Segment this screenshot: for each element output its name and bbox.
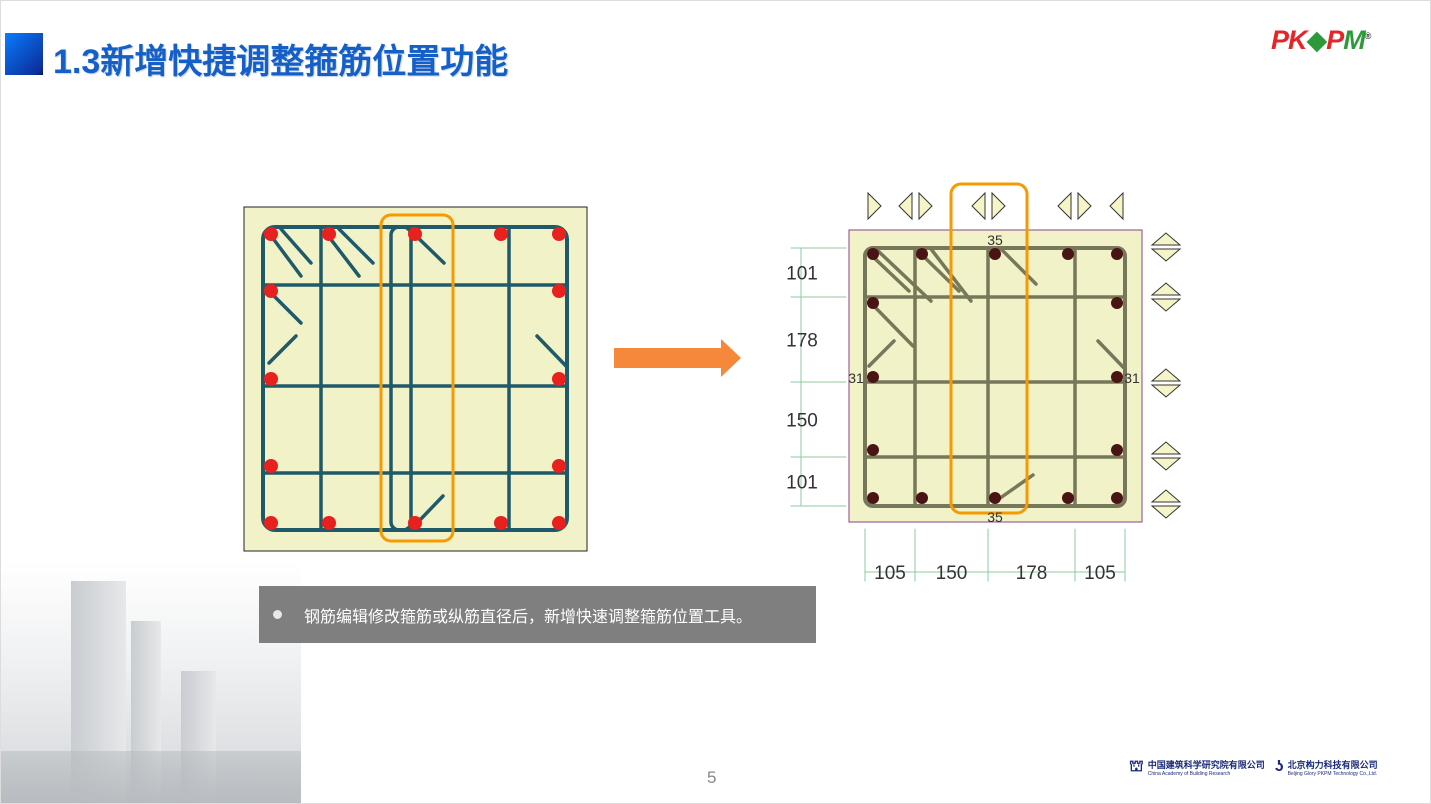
cover-label: 31 <box>1124 370 1140 386</box>
hook-line <box>417 494 445 523</box>
rebar-dot <box>552 459 566 473</box>
rebar-dot <box>264 372 278 386</box>
hook-line <box>867 299 915 348</box>
move-up-arrow-icon[interactable] <box>1150 232 1182 246</box>
rebar-dot <box>1111 248 1123 260</box>
rebar-dot <box>1062 248 1074 260</box>
rebar-dot <box>916 492 928 504</box>
rebar-dot <box>1111 492 1123 504</box>
hook-line <box>267 334 298 365</box>
hook-line <box>279 227 313 265</box>
tie-stirrup <box>389 225 413 532</box>
move-left-arrow-icon[interactable] <box>1109 191 1124 221</box>
move-left-arrow-icon[interactable] <box>971 191 986 221</box>
move-right-arrow-icon[interactable] <box>867 191 882 221</box>
cover-label: 31 <box>848 370 864 386</box>
dimension-label: 178 <box>1016 563 1048 584</box>
hook-line <box>1096 339 1127 371</box>
page-number: 5 <box>707 768 717 787</box>
rebar-dot <box>989 248 1001 260</box>
rebar-dot <box>867 248 879 260</box>
move-down-arrow-icon[interactable] <box>1150 298 1182 312</box>
hook-line <box>267 231 303 278</box>
move-down-arrow-icon[interactable] <box>1150 457 1182 471</box>
rebar-dot <box>989 492 1001 504</box>
bullet-icon <box>273 610 282 619</box>
rebar-dot <box>322 516 336 530</box>
rebar-dot <box>1062 492 1074 504</box>
dimension-label: 178 <box>786 331 818 352</box>
hook-line <box>999 247 1038 286</box>
hook-line <box>535 334 568 368</box>
page-title: 1.3新增快捷调整箍筋位置功能 <box>53 43 509 81</box>
rebar-dot <box>867 444 879 456</box>
dimension-label: 105 <box>1084 563 1116 584</box>
rebar-dot <box>322 227 336 241</box>
hook-line <box>867 339 896 368</box>
pkpm-logo: PK◆PM® <box>1271 25 1371 55</box>
city-background-image <box>1 561 301 803</box>
caption-box: 钢筋编辑修改箍筋或纵筋直径后，新增快速调整箍筋位置工具。 <box>259 586 816 643</box>
concrete-section <box>243 206 588 552</box>
rebar-dot <box>408 516 422 530</box>
move-right-arrow-icon[interactable] <box>1077 191 1092 221</box>
highlight-box <box>379 213 455 543</box>
move-up-arrow-icon[interactable] <box>1150 489 1182 503</box>
rebar-dot <box>552 372 566 386</box>
move-down-arrow-icon[interactable] <box>1150 384 1182 398</box>
rebar-dot <box>264 516 278 530</box>
dimension-label: 105 <box>874 563 906 584</box>
move-down-arrow-icon[interactable] <box>1150 248 1182 262</box>
rebar-dot <box>552 516 566 530</box>
move-left-arrow-icon[interactable] <box>898 191 913 221</box>
rebar-dot <box>552 227 566 241</box>
rebar-dot <box>867 371 879 383</box>
dimension-label: 101 <box>786 264 818 285</box>
highlight-box <box>949 182 1029 515</box>
rebar-dot <box>408 227 422 241</box>
rebar-dot <box>264 459 278 473</box>
move-up-arrow-icon[interactable] <box>1150 441 1182 455</box>
move-left-arrow-icon[interactable] <box>1057 191 1072 221</box>
rebar-dot <box>867 297 879 309</box>
hook-line <box>337 227 375 265</box>
title-accent-block <box>5 33 43 75</box>
cover-label: 35 <box>987 509 1003 525</box>
move-down-arrow-icon[interactable] <box>1150 505 1182 519</box>
rebar-dot <box>264 284 278 298</box>
arrow-right-icon <box>614 339 741 377</box>
hook-line <box>874 247 933 303</box>
cover-label: 35 <box>987 232 1003 248</box>
rebar-dot <box>1111 297 1123 309</box>
rebar-dot <box>1111 371 1123 383</box>
dimension-label: 150 <box>786 411 818 432</box>
dimension-label: 150 <box>936 563 968 584</box>
rebar-dot <box>867 492 879 504</box>
rebar-dot <box>264 227 278 241</box>
dimension-label: 101 <box>786 473 818 494</box>
move-right-arrow-icon[interactable] <box>991 191 1006 221</box>
move-up-arrow-icon[interactable] <box>1150 368 1182 382</box>
rebar-dot <box>916 248 928 260</box>
caption-text: 钢筋编辑修改箍筋或纵筋直径后，新增快速调整箍筋位置工具。 <box>304 608 753 626</box>
rebar-dot <box>552 284 566 298</box>
move-right-arrow-icon[interactable] <box>918 191 933 221</box>
rebar-dot <box>494 227 508 241</box>
rebar-dot <box>1111 444 1123 456</box>
move-up-arrow-icon[interactable] <box>1150 282 1182 296</box>
rebar-dot <box>494 516 508 530</box>
